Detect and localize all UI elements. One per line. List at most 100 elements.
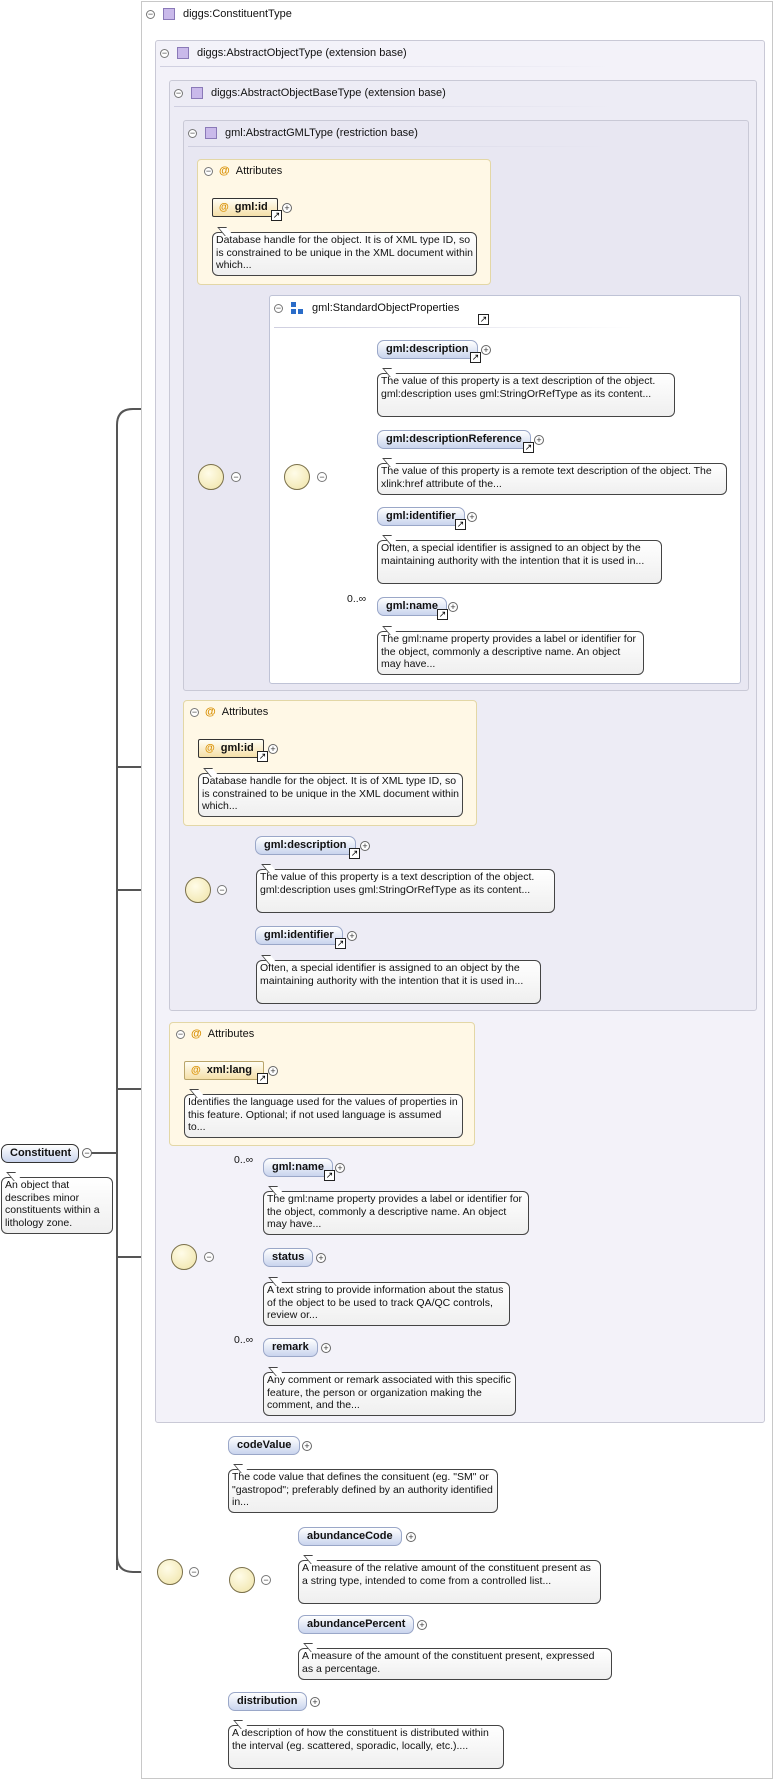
reference-link-icon[interactable]: ↗ bbox=[257, 1073, 268, 1084]
reference-link-icon[interactable]: ↗ bbox=[257, 751, 268, 762]
expand-icon[interactable]: + bbox=[481, 345, 491, 355]
standard-object-properties-title: − gml:StandardObjectProperties bbox=[274, 302, 459, 314]
expand-icon[interactable]: + bbox=[448, 602, 458, 612]
collapse-icon[interactable]: − bbox=[217, 885, 227, 895]
gml-name-element[interactable]: gml:name bbox=[263, 1158, 333, 1177]
expand-icon[interactable]: + bbox=[316, 1253, 326, 1263]
collapse-icon[interactable]: − bbox=[231, 472, 241, 482]
expand-icon[interactable]: + bbox=[467, 512, 477, 522]
sequence-compositor-icon[interactable] bbox=[157, 1559, 183, 1585]
expand-icon[interactable]: + bbox=[310, 1697, 320, 1707]
gml-identifier-element[interactable]: gml:identifier bbox=[377, 507, 465, 526]
reference-link-icon[interactable]: ↗ bbox=[335, 938, 346, 949]
attributes-label: Attributes bbox=[221, 706, 269, 718]
abundance-code-element[interactable]: abundanceCode bbox=[298, 1527, 402, 1546]
gml-description-element[interactable]: gml:description bbox=[255, 836, 356, 855]
abstract-object-base-type-title: − diggs:AbstractObjectBaseType (extensio… bbox=[174, 87, 446, 99]
collapse-icon[interactable]: − bbox=[261, 1575, 271, 1585]
constituent-type-title: − diggs:ConstituentType bbox=[146, 8, 292, 20]
gml-description-doc: The value of this property is a text des… bbox=[377, 373, 675, 417]
collapse-icon[interactable]: − bbox=[160, 47, 169, 58]
remark-element[interactable]: remark bbox=[263, 1338, 318, 1357]
abstract-object-type-title: − diggs:AbstractObjectType (extension ba… bbox=[160, 47, 407, 59]
expand-icon[interactable]: + bbox=[417, 1620, 427, 1630]
collapse-icon[interactable]: − bbox=[146, 8, 155, 19]
expand-icon[interactable]: + bbox=[534, 435, 544, 445]
gml-identifier-doc: Often, a special identifier is assigned … bbox=[256, 960, 541, 1004]
distribution-doc: A description of how the constituent is … bbox=[228, 1725, 504, 1769]
gml-description-reference-doc: The value of this property is a remote t… bbox=[377, 463, 727, 495]
xml-lang-label: xml:lang bbox=[206, 1064, 252, 1076]
title-rule bbox=[174, 106, 614, 107]
gml-description-element[interactable]: gml:description bbox=[377, 340, 478, 359]
constituent-doc: An object that describes minor constitue… bbox=[1, 1177, 113, 1234]
gml-name-element[interactable]: gml:name bbox=[377, 597, 447, 616]
choice-compositor-icon[interactable] bbox=[229, 1567, 255, 1593]
attribute-icon: @ bbox=[191, 1028, 202, 1040]
reference-link-icon[interactable]: ↗ bbox=[271, 210, 282, 221]
sequence-compositor-icon[interactable] bbox=[284, 464, 310, 490]
reference-link-icon[interactable]: ↗ bbox=[478, 314, 489, 325]
gml-id-attribute[interactable]: @gml:id bbox=[198, 739, 264, 758]
expand-icon[interactable]: + bbox=[321, 1343, 331, 1353]
collapse-icon[interactable]: − bbox=[82, 1148, 92, 1158]
collapse-icon[interactable]: − bbox=[204, 165, 213, 176]
gml-id-label: gml:id bbox=[234, 201, 268, 213]
collapse-icon[interactable]: − bbox=[204, 1252, 214, 1262]
attributes-title: − @ Attributes bbox=[190, 706, 268, 718]
attribute-icon: @ bbox=[219, 202, 229, 213]
reference-link-icon[interactable]: ↗ bbox=[437, 609, 448, 620]
collapse-icon[interactable]: − bbox=[189, 1567, 199, 1577]
abundance-percent-element[interactable]: abundancePercent bbox=[298, 1615, 415, 1634]
abstract-gml-type-label: gml:AbstractGMLType (restriction base) bbox=[225, 127, 418, 139]
occurrence-label: 0..∞ bbox=[234, 1334, 254, 1346]
reference-link-icon[interactable]: ↗ bbox=[349, 848, 360, 859]
gml-name-doc: The gml:name property provides a label o… bbox=[263, 1191, 529, 1235]
gml-description-reference-element[interactable]: gml:descriptionReference bbox=[377, 430, 531, 449]
distribution-element[interactable]: distribution bbox=[228, 1692, 307, 1711]
gml-identifier-element[interactable]: gml:identifier bbox=[255, 926, 343, 945]
reference-link-icon[interactable]: ↗ bbox=[470, 352, 481, 363]
attributes-label: Attributes bbox=[235, 165, 283, 177]
remark-doc: Any comment or remark associated with th… bbox=[263, 1372, 516, 1416]
reference-link-icon[interactable]: ↗ bbox=[324, 1170, 335, 1181]
collapse-icon[interactable]: − bbox=[190, 706, 199, 717]
attributes-title: − @ Attributes bbox=[176, 1028, 254, 1040]
collapse-icon[interactable]: − bbox=[317, 472, 327, 482]
complex-type-icon bbox=[163, 8, 175, 20]
collapse-icon[interactable]: − bbox=[174, 87, 183, 98]
code-value-element[interactable]: codeValue bbox=[228, 1436, 301, 1455]
title-rule bbox=[274, 327, 634, 328]
expand-icon[interactable]: + bbox=[268, 744, 278, 754]
reference-link-icon[interactable]: ↗ bbox=[523, 442, 534, 453]
attributes-title: − @ Attributes bbox=[204, 165, 282, 177]
sequence-compositor-icon[interactable] bbox=[171, 1244, 197, 1270]
group-icon bbox=[291, 302, 304, 314]
expand-icon[interactable]: + bbox=[360, 841, 370, 851]
expand-icon[interactable]: + bbox=[302, 1441, 312, 1451]
expand-icon[interactable]: + bbox=[347, 931, 357, 941]
occurrence-label: 0..∞ bbox=[347, 593, 367, 605]
title-rule bbox=[160, 66, 610, 67]
attribute-icon: @ bbox=[205, 706, 216, 718]
occurrence-label: 0..∞ bbox=[234, 1154, 254, 1166]
collapse-icon[interactable]: − bbox=[176, 1028, 185, 1039]
collapse-icon[interactable]: − bbox=[188, 127, 197, 138]
gml-id-attribute[interactable]: @ gml:id bbox=[212, 198, 278, 217]
expand-icon[interactable]: + bbox=[282, 203, 292, 213]
sequence-compositor-icon[interactable] bbox=[185, 877, 211, 903]
constituent-root-element[interactable]: Constituent bbox=[1, 1144, 79, 1163]
expand-icon[interactable]: + bbox=[268, 1066, 278, 1076]
collapse-icon[interactable]: − bbox=[274, 302, 283, 313]
standard-object-properties-label: gml:StandardObjectProperties bbox=[312, 302, 460, 314]
xml-lang-attribute[interactable]: @ xml:lang bbox=[184, 1061, 264, 1080]
expand-icon[interactable]: + bbox=[406, 1532, 416, 1542]
attribute-icon: @ bbox=[191, 1065, 201, 1076]
status-element[interactable]: status bbox=[263, 1248, 314, 1267]
sequence-compositor-icon[interactable] bbox=[198, 464, 224, 490]
gml-id-doc: Database handle for the object. It is of… bbox=[212, 232, 477, 276]
expand-icon[interactable]: + bbox=[335, 1163, 345, 1173]
complex-type-icon bbox=[205, 127, 217, 139]
reference-link-icon[interactable]: ↗ bbox=[455, 519, 466, 530]
xml-lang-doc: Identifies the language used for the val… bbox=[184, 1094, 463, 1138]
